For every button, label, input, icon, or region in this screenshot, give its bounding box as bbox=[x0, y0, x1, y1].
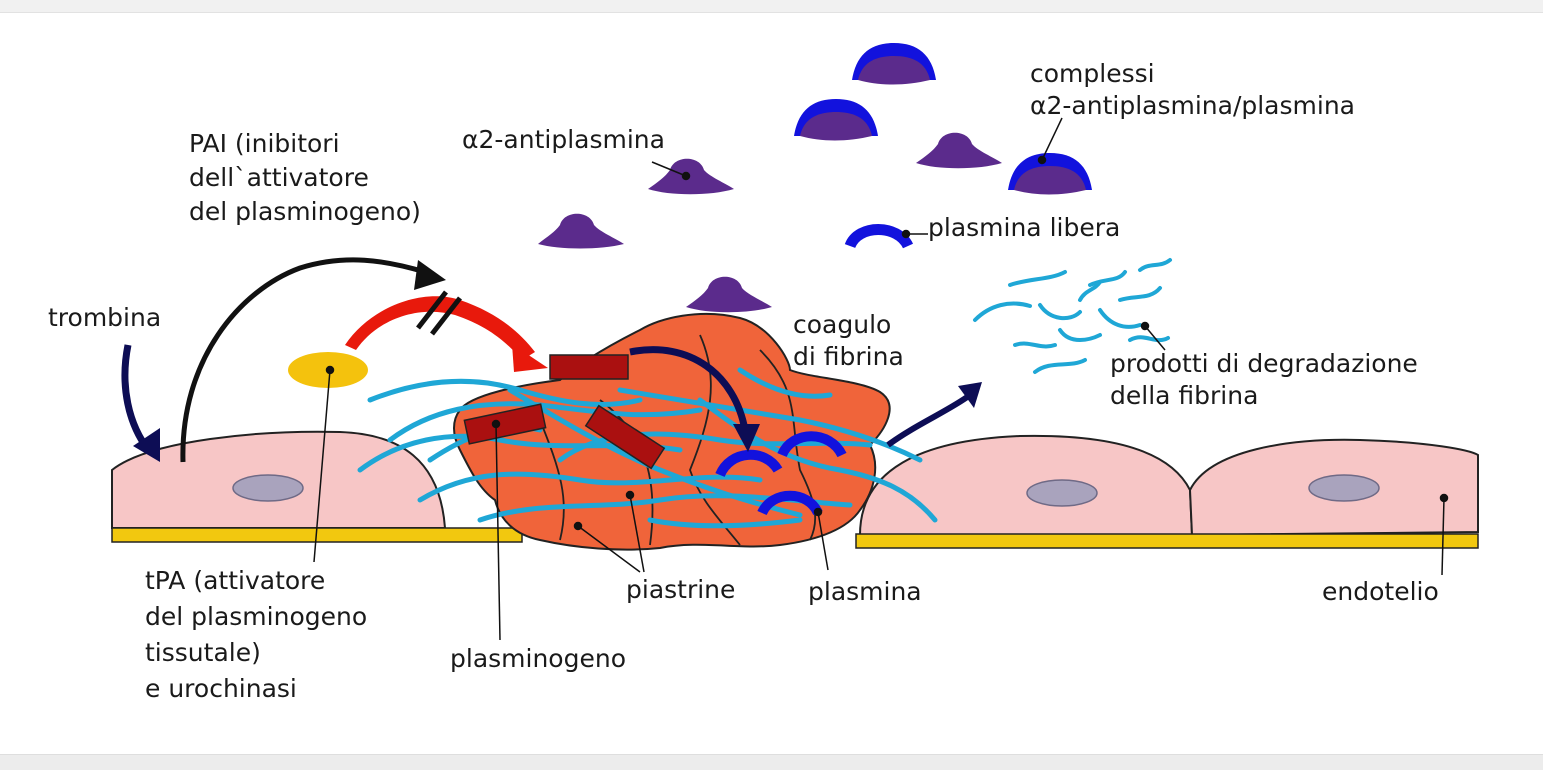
complessi-label-line-2: α2-antiplasmina/plasmina bbox=[1030, 91, 1355, 120]
tpa-red-arrow bbox=[345, 296, 535, 360]
coagulo-label-line-1: coagulo bbox=[793, 310, 891, 339]
pai-arrowhead bbox=[414, 260, 446, 290]
degradation-arrow bbox=[888, 395, 970, 445]
complessi-label-line-1: complessi bbox=[1030, 59, 1155, 88]
pai-label-line-2: dell`attivatore bbox=[189, 163, 369, 192]
complex bbox=[852, 43, 936, 85]
fibrin-fragment bbox=[1100, 310, 1140, 327]
fibrin-fragment bbox=[1015, 344, 1055, 347]
plasminogen-bar bbox=[550, 355, 628, 379]
prodotti-label-line-2: della fibrina bbox=[1110, 381, 1258, 410]
fibrin-fragment bbox=[1130, 337, 1168, 340]
pai-label-line-1: PAI (inibitori bbox=[189, 129, 340, 158]
nucleus-left bbox=[233, 475, 303, 501]
antiplasmin-hat bbox=[916, 133, 1002, 169]
complex bbox=[1008, 153, 1092, 195]
piastrine-label: piastrine bbox=[626, 575, 735, 604]
coagulo-label-line-2: di fibrina bbox=[793, 342, 904, 371]
plasminogeno-label: plasminogeno bbox=[450, 644, 626, 673]
plasmina-libera-label: plasmina libera bbox=[928, 213, 1120, 242]
plasmina-label: plasmina bbox=[808, 577, 922, 606]
prodotti-label-line-1: prodotti di degradazione bbox=[1110, 349, 1418, 378]
membrane-right bbox=[856, 534, 1478, 548]
endothelial-cell-middle bbox=[860, 436, 1192, 535]
free-plasmin-arc bbox=[850, 230, 908, 247]
tpa-label-line-4: e urochinasi bbox=[145, 674, 297, 703]
fibrin-fragment bbox=[1035, 360, 1085, 372]
alpha2-antiplasmin-label: α2-antiplasmina bbox=[462, 125, 665, 154]
antiplasmin-hat bbox=[648, 159, 734, 195]
fibrin-fragment bbox=[1010, 272, 1065, 285]
antiplasmin-hat bbox=[686, 277, 772, 313]
fibrin-fragment bbox=[975, 304, 1030, 320]
complex bbox=[794, 99, 878, 141]
endotelio-label: endotelio bbox=[1322, 577, 1439, 606]
trombina-label: trombina bbox=[48, 303, 161, 332]
tpa-label-line-1: tPA (attivatore bbox=[145, 566, 325, 595]
thrombin-arrow bbox=[125, 345, 150, 452]
fibrin-fragment bbox=[1140, 260, 1170, 270]
nucleus-middle bbox=[1027, 480, 1097, 506]
fibrin-fragment bbox=[1120, 288, 1160, 300]
antiplasmin-hat bbox=[538, 214, 624, 249]
fibrin-fragment bbox=[1090, 272, 1125, 285]
nucleus-right bbox=[1309, 475, 1379, 501]
tpa-label-line-2: del plasminogeno bbox=[145, 602, 367, 631]
fibrin-fragment bbox=[1040, 305, 1080, 318]
leader-lines bbox=[314, 118, 1448, 640]
pai-label-line-3: del plasminogeno) bbox=[189, 197, 421, 226]
fibrin-fragment bbox=[1060, 330, 1100, 340]
tpa-label-line-3: tissutale) bbox=[145, 638, 261, 667]
